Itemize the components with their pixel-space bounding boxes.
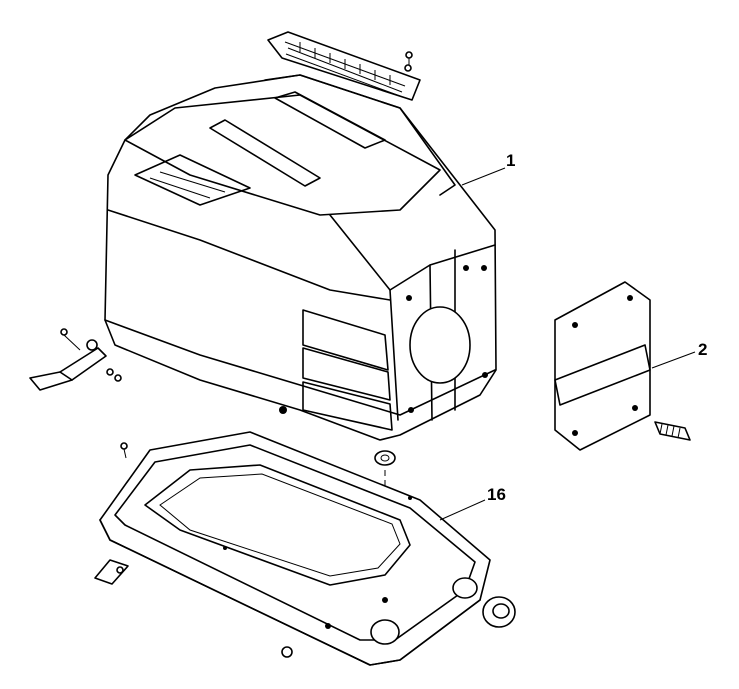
latch-upper	[29, 328, 122, 391]
grille-screw	[404, 51, 413, 72]
callout-2: 2	[698, 340, 707, 359]
grommet	[374, 450, 396, 466]
leader-line-16	[439, 499, 486, 521]
pan-bolt	[281, 646, 293, 658]
bracket	[554, 281, 651, 451]
leader-line-1	[461, 167, 506, 186]
cowl-top	[104, 74, 497, 441]
callout-16: 16	[487, 485, 506, 504]
plug-grommet	[482, 596, 516, 628]
bottom-pan	[99, 431, 491, 666]
vent-grille	[267, 31, 421, 101]
callout-1: 1	[506, 151, 515, 170]
pan-screw	[120, 442, 128, 459]
leader-line-2	[651, 351, 696, 369]
bracket-bolt	[654, 421, 691, 441]
latch-lower	[94, 559, 129, 585]
